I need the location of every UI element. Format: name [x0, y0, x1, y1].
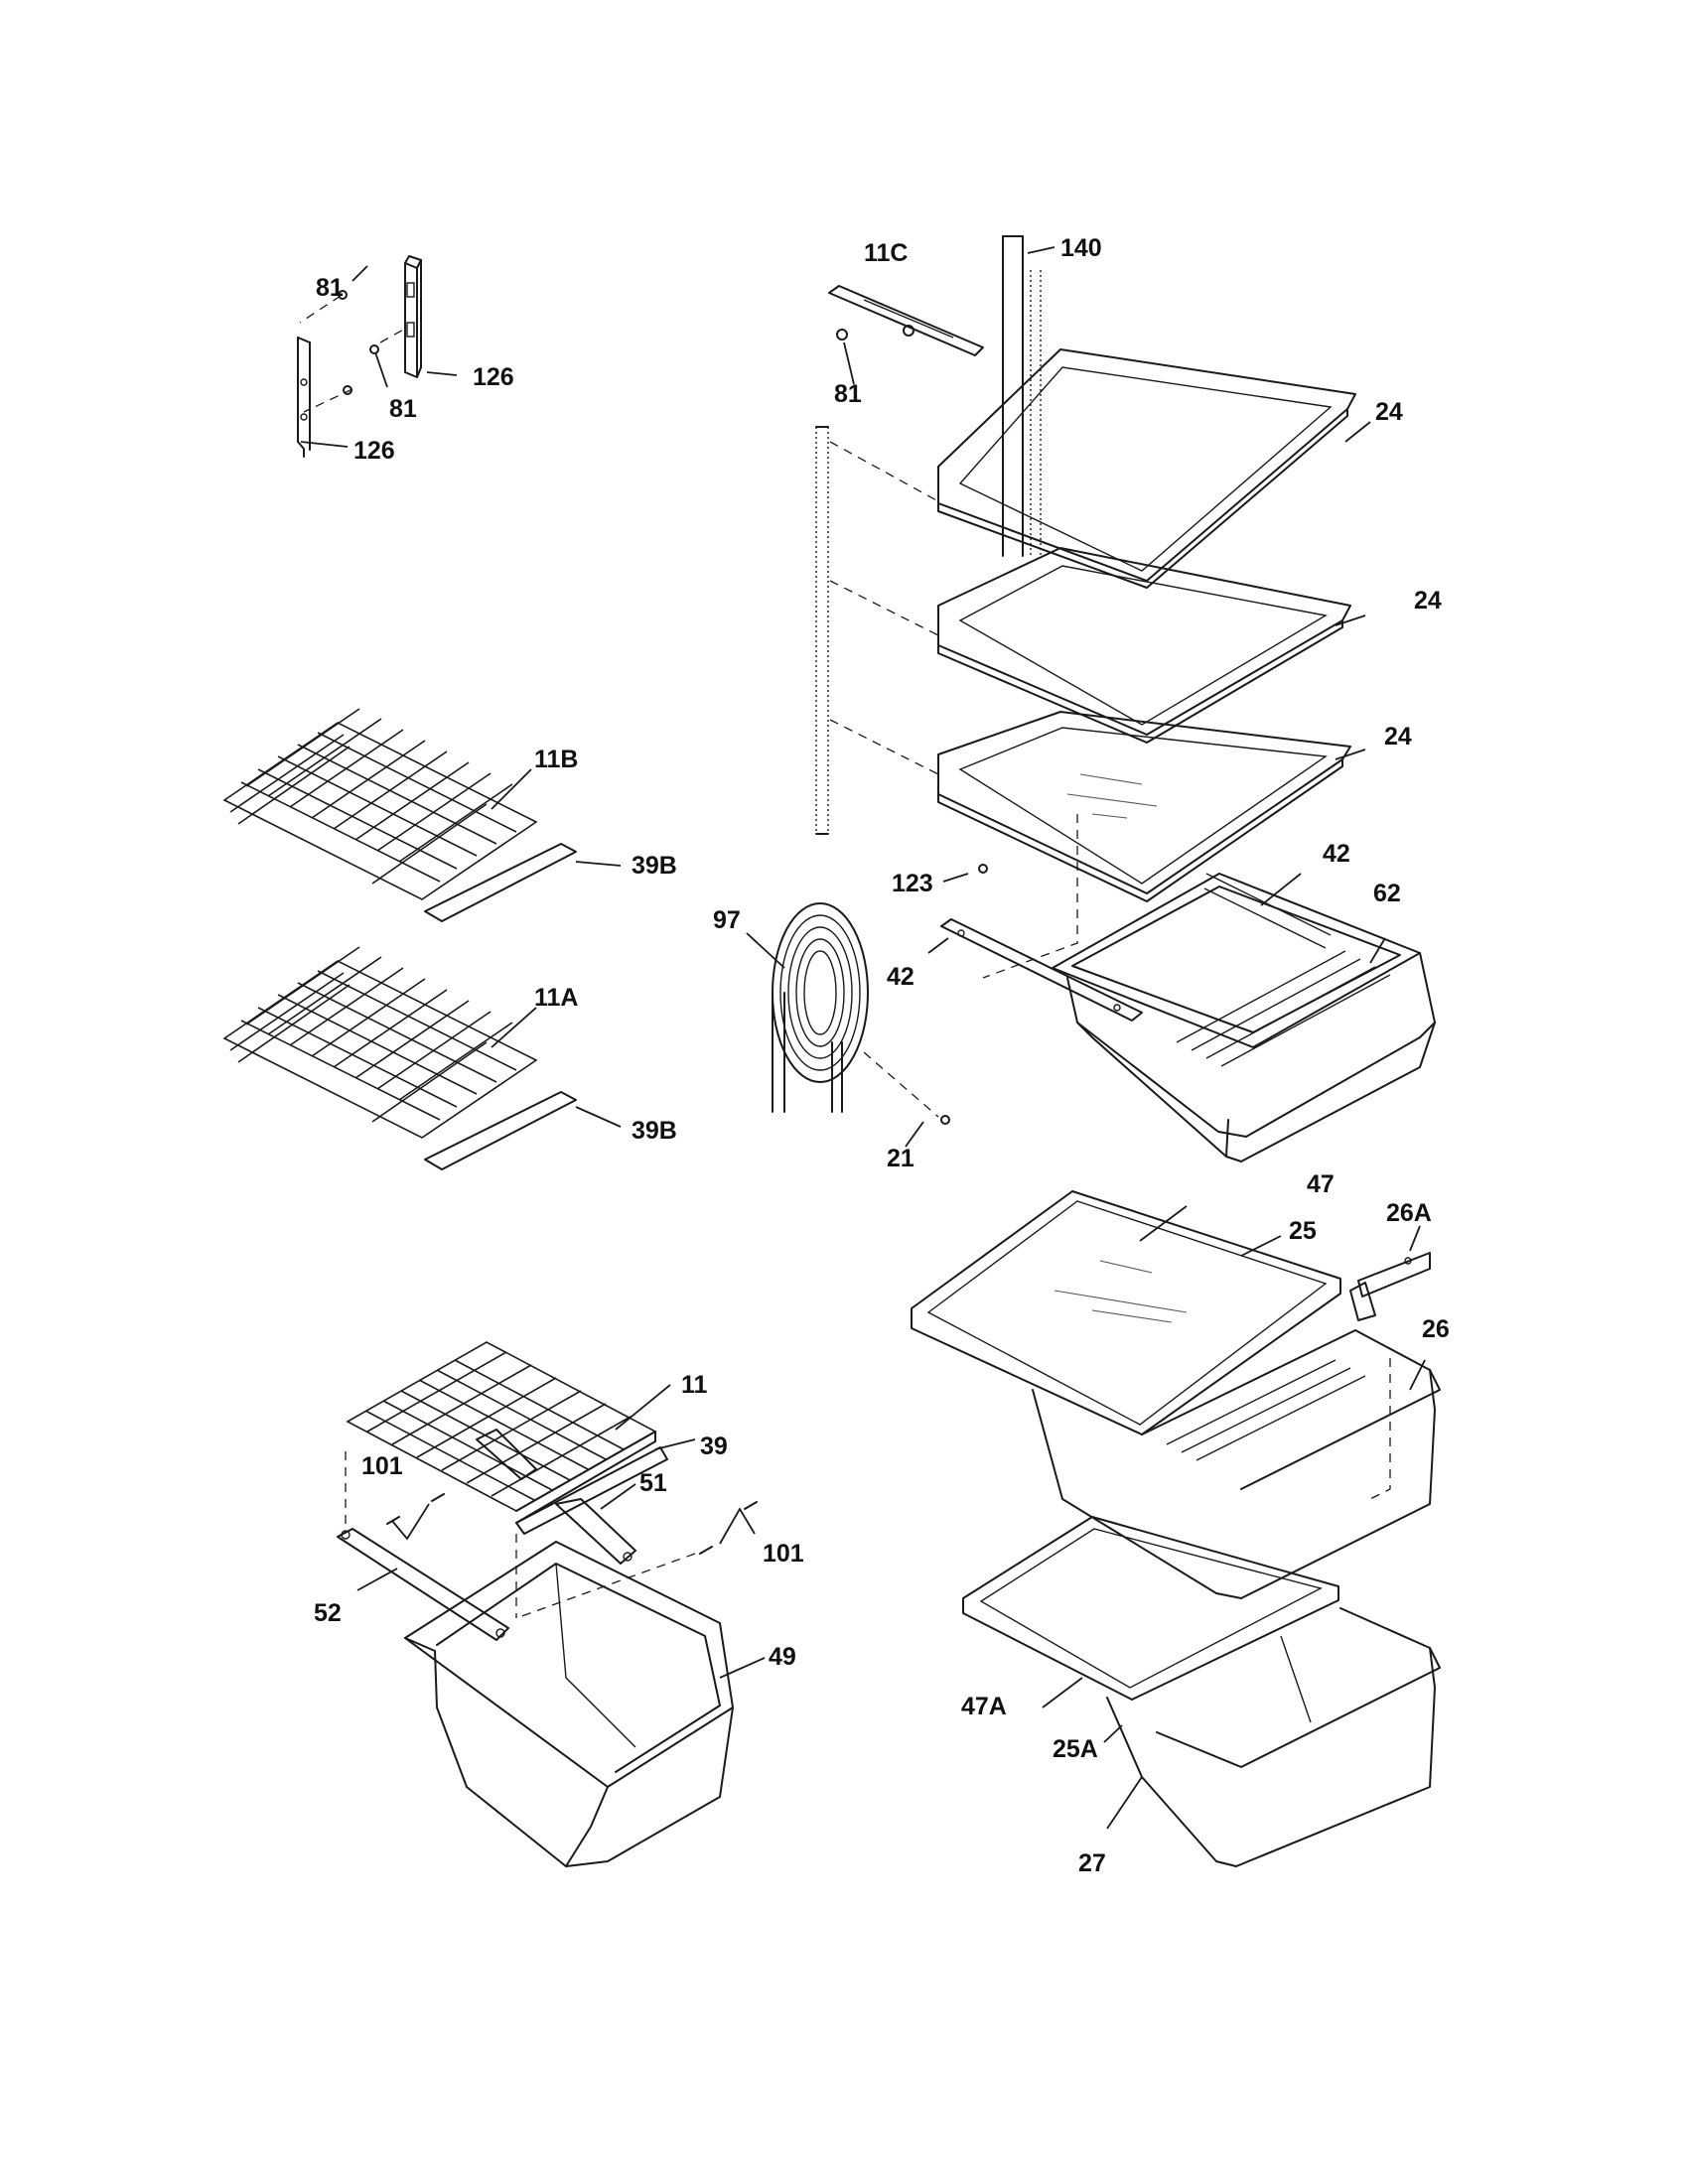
callout-51: 51 — [639, 1469, 667, 1497]
callout-42-lower: 42 — [887, 963, 914, 991]
callout-39B-lower: 39B — [632, 1117, 677, 1145]
crisper-drawer-26 — [911, 1190, 1441, 1599]
trim-39B-lower — [424, 1091, 577, 1170]
callout-81-top: 81 — [316, 274, 344, 302]
callout-140: 140 — [1060, 234, 1102, 262]
callout-21: 21 — [887, 1145, 914, 1172]
callout-81-center: 81 — [834, 380, 862, 408]
callout-11B: 11B — [534, 746, 578, 773]
water-coil-97 — [772, 902, 950, 1125]
callout-25: 25 — [1289, 1217, 1317, 1245]
callout-47: 47 — [1307, 1170, 1335, 1198]
callout-24-bottom: 24 — [1384, 723, 1412, 751]
pan-drawer-27 — [962, 1516, 1441, 1867]
callout-47A: 47A — [961, 1693, 1007, 1720]
wire-shelf-11B — [222, 708, 538, 900]
callout-39: 39 — [700, 1433, 728, 1460]
callout-49: 49 — [769, 1643, 796, 1671]
callout-52: 52 — [314, 1599, 342, 1627]
callout-24-top: 24 — [1375, 398, 1403, 426]
callout-123: 123 — [892, 870, 933, 897]
callout-126-bottom: 126 — [353, 437, 395, 465]
callout-25A: 25A — [1053, 1735, 1098, 1763]
callout-24-middle: 24 — [1414, 587, 1442, 614]
callout-81-left: 81 — [389, 395, 417, 423]
callout-11: 11 — [681, 1371, 708, 1399]
shelf-support-brackets — [297, 255, 422, 458]
callout-26: 26 — [1422, 1315, 1450, 1343]
callout-11A: 11A — [534, 984, 578, 1012]
leader-lines — [300, 246, 1426, 1830]
callout-labels: 140 11C 81 126 81 126 81 24 24 24 11B 39… — [314, 234, 1450, 1877]
callout-26A: 26A — [1386, 1199, 1432, 1227]
wire-shelf-11-assembly — [337, 1341, 758, 1867]
callout-11C: 11C — [864, 239, 908, 267]
rear-rail-and-shelves — [815, 235, 1356, 979]
callout-62: 62 — [1373, 880, 1401, 907]
callout-126-top: 126 — [473, 363, 514, 391]
trim-39B-upper — [424, 843, 577, 922]
wire-shelf-11A — [222, 946, 538, 1139]
crisper-drawer-62 — [940, 873, 1436, 1162]
callout-101-left: 101 — [361, 1452, 403, 1480]
callout-39B-upper: 39B — [632, 852, 677, 880]
callout-27: 27 — [1078, 1849, 1106, 1877]
callout-97: 97 — [713, 906, 741, 934]
callout-42-upper: 42 — [1323, 840, 1350, 868]
callout-101-right: 101 — [763, 1540, 804, 1568]
